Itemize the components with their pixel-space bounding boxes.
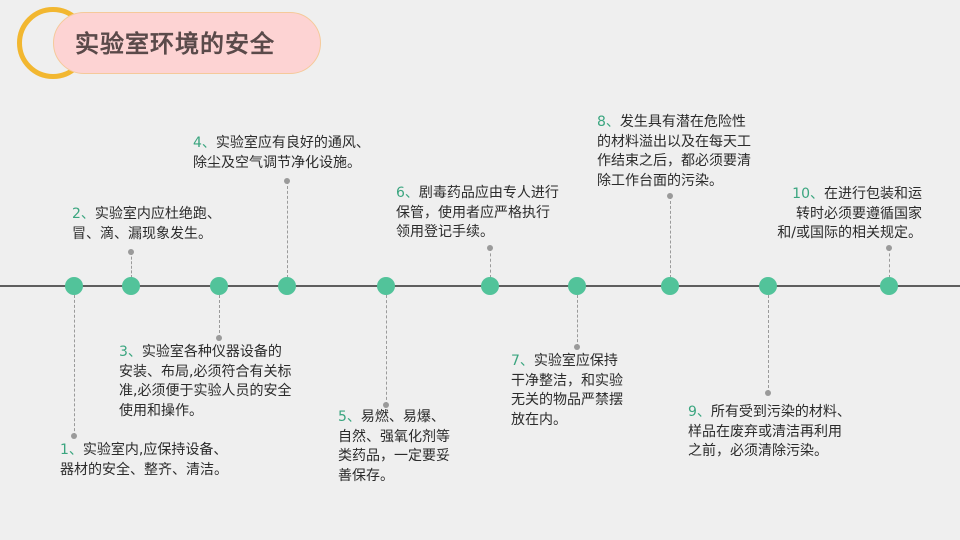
timeline-item-4: 4、实验室应有良好的通风、 除尘及空气调节净化设施。 bbox=[193, 134, 370, 173]
timeline-dot-5 bbox=[377, 277, 395, 295]
item-line: 9、所有受到污染的材料、 bbox=[688, 403, 851, 423]
item-line: 3、实验室各种仪器设备的 bbox=[119, 343, 291, 363]
connector-end-dot-10 bbox=[886, 245, 892, 251]
item-line: 转时必须要遵循国家 bbox=[796, 205, 922, 222]
timeline-dot-9 bbox=[759, 277, 777, 295]
item-line: 冒、滴、漏现象发生。 bbox=[72, 225, 212, 242]
item-line: 器材的安全、整齐、清洁。 bbox=[60, 461, 228, 478]
item-line: 5、易燃、易爆、 bbox=[338, 408, 450, 428]
item-line: 8、发生具有潜在危险性 bbox=[597, 113, 751, 133]
item-line: 使用和操作。 bbox=[119, 402, 203, 419]
item-number: 9、 bbox=[688, 404, 711, 420]
timeline-dot-2 bbox=[122, 277, 140, 295]
item-number: 5、 bbox=[338, 409, 361, 425]
item-line: 2、实验室内应杜绝跑、 bbox=[72, 205, 221, 225]
item-line: 善保存。 bbox=[338, 467, 394, 484]
connector-3 bbox=[218, 295, 220, 338]
item-line: 除尘及空气调节净化设施。 bbox=[193, 154, 361, 171]
connector-1 bbox=[73, 295, 75, 436]
timeline-item-8: 8、发生具有潜在危险性 的材料溢出以及在每天工 作结束之后，都必须要清 除工作台… bbox=[597, 113, 751, 191]
timeline-dot-7 bbox=[568, 277, 586, 295]
item-line: 样品在废弃或清洁再利用 bbox=[688, 423, 842, 440]
item-number: 10、 bbox=[792, 186, 824, 202]
connector-end-dot-4 bbox=[284, 178, 290, 184]
connector-9 bbox=[767, 295, 769, 393]
item-text: 实验室应有良好的通风、 bbox=[215, 135, 370, 151]
connector-end-dot-3 bbox=[216, 335, 222, 341]
connector-8 bbox=[669, 196, 671, 278]
item-line: 之前，必须清除污染。 bbox=[688, 443, 828, 459]
item-number: 2、 bbox=[72, 206, 95, 222]
timeline-item-10: 10、在进行包装和运 转时必须要遵循国家 和/或国际的相关规定。 bbox=[777, 185, 922, 244]
timeline-item-5: 5、易燃、易爆、 自然、强氧化剂等 类药品，一定要妥 善保存。 bbox=[338, 408, 450, 486]
item-line: 自然、强氧化剂等 bbox=[338, 428, 450, 445]
timeline-dot-1 bbox=[65, 277, 83, 295]
item-text: 实验室内,应保持设备、 bbox=[82, 442, 228, 458]
item-line: 7、实验室应保持 bbox=[511, 352, 623, 372]
connector-end-dot-9 bbox=[765, 390, 771, 396]
timeline-item-9: 9、所有受到污染的材料、 样品在废弃或清洁再利用 之前，必须清除污染。 bbox=[688, 403, 851, 462]
connector-10 bbox=[888, 248, 890, 278]
item-text: 实验室应保持 bbox=[533, 353, 618, 369]
item-text: 发生具有潜在危险性 bbox=[619, 114, 746, 130]
connector-end-dot-8 bbox=[667, 193, 673, 199]
item-text: 剧毒药品应由专人进行 bbox=[418, 185, 559, 201]
connector-5 bbox=[385, 295, 387, 405]
item-text: 实验室内应杜绝跑、 bbox=[94, 206, 221, 222]
item-text: 实验室各种仪器设备的 bbox=[141, 344, 282, 360]
item-line: 领用登记手续。 bbox=[396, 224, 494, 240]
connector-end-dot-2 bbox=[128, 249, 134, 255]
item-line: 无关的物品严禁摆 bbox=[511, 392, 623, 408]
timeline-axis bbox=[0, 285, 960, 287]
item-line: 类药品，一定要妥 bbox=[338, 448, 450, 464]
item-number: 8、 bbox=[597, 114, 620, 130]
item-line: 放在内。 bbox=[511, 411, 567, 428]
item-text: 所有受到污染的材料、 bbox=[710, 404, 851, 420]
timeline-dot-10 bbox=[880, 277, 898, 295]
connector-6 bbox=[489, 248, 491, 278]
item-line: 准,必须便于实验人员的安全 bbox=[119, 383, 292, 399]
title-banner bbox=[53, 12, 321, 74]
connector-end-dot-1 bbox=[71, 433, 77, 439]
item-text: 在进行包装和运 bbox=[824, 186, 922, 202]
timeline-dot-3 bbox=[210, 277, 228, 295]
item-line: 1、实验室内,应保持设备、 bbox=[60, 441, 228, 461]
item-line: 保管，使用者应严格执行 bbox=[396, 204, 550, 221]
timeline-dot-6 bbox=[481, 277, 499, 295]
timeline-item-3: 3、实验室各种仪器设备的 安装、布局,必须符合有关标 准,必须便于实验人员的安全… bbox=[119, 343, 291, 421]
item-line: 6、剧毒药品应由专人进行 bbox=[396, 184, 559, 204]
timeline-item-6: 6、剧毒药品应由专人进行 保管，使用者应严格执行 领用登记手续。 bbox=[396, 184, 559, 243]
item-line: 10、在进行包装和运 bbox=[777, 185, 922, 205]
connector-end-dot-6 bbox=[487, 245, 493, 251]
item-line: 和/或国际的相关规定。 bbox=[777, 225, 922, 241]
item-line: 除工作台面的污染。 bbox=[597, 172, 723, 189]
timeline-dot-4 bbox=[278, 277, 296, 295]
timeline-item-7: 7、实验室应保持 干净整洁，和实验 无关的物品严禁摆 放在内。 bbox=[511, 352, 623, 430]
item-line: 作结束之后，都必须要清 bbox=[597, 153, 751, 169]
connector-4 bbox=[286, 181, 288, 278]
item-line: 的材料溢出以及在每天工 bbox=[597, 133, 751, 150]
timeline-dot-8 bbox=[661, 277, 679, 295]
connector-end-dot-5 bbox=[383, 402, 389, 408]
item-line: 干净整洁，和实验 bbox=[511, 372, 623, 389]
connector-end-dot-7 bbox=[574, 344, 580, 350]
connector-2 bbox=[130, 252, 132, 278]
item-number: 3、 bbox=[119, 344, 142, 360]
item-line: 安装、布局,必须符合有关标 bbox=[119, 363, 292, 380]
page-title: 实验室环境的安全 bbox=[75, 30, 275, 58]
timeline-item-1: 1、实验室内,应保持设备、 器材的安全、整齐、清洁。 bbox=[60, 441, 228, 480]
item-line: 4、实验室应有良好的通风、 bbox=[193, 134, 370, 154]
item-number: 7、 bbox=[511, 353, 534, 369]
item-number: 6、 bbox=[396, 185, 419, 201]
item-number: 1、 bbox=[60, 442, 83, 458]
connector-7 bbox=[576, 295, 578, 347]
timeline-item-2: 2、实验室内应杜绝跑、 冒、滴、漏现象发生。 bbox=[72, 205, 221, 244]
item-number: 4、 bbox=[193, 135, 216, 151]
item-text: 易燃、易爆、 bbox=[360, 409, 445, 425]
